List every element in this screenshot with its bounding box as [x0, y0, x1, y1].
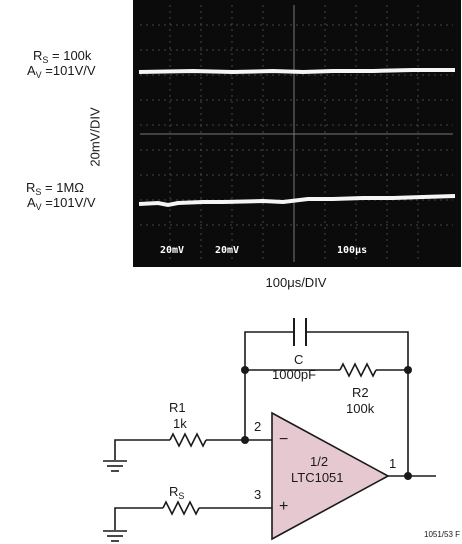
- rs-name: RS: [169, 484, 185, 501]
- ground-symbol-2: [103, 530, 127, 542]
- trace2-av-label: AV =101V/V: [27, 195, 96, 212]
- figure-id: 1051/53 F: [424, 530, 461, 539]
- junction-dot: [404, 472, 412, 480]
- opamp-part-number: LTC1051: [291, 470, 344, 485]
- y-axis-label: 20mV/DIV: [87, 107, 103, 167]
- junction-dot: [404, 366, 412, 374]
- opamp-part-fraction: 1/2: [310, 454, 329, 469]
- capacitor-wire: [244, 331, 294, 440]
- trace-1: [138, 68, 455, 75]
- capacitor-name: C: [294, 352, 304, 367]
- rs-ground-wire: [114, 507, 163, 530]
- trace-2: [138, 194, 456, 208]
- scope-graticule: [138, 5, 456, 262]
- ground-symbol-1: [103, 460, 127, 472]
- scope-readout-ch1: 20mV: [160, 245, 185, 256]
- trace1-av-label: AV =101V/V: [27, 63, 96, 80]
- r1-name: R1: [169, 400, 186, 415]
- r1-ground-wire: [114, 439, 170, 460]
- r1-resistor: [169, 432, 207, 448]
- x-axis-label: 100μs/DIV: [265, 275, 327, 290]
- trace2-rs-label: RS = 1MΩ: [26, 180, 84, 197]
- capacitor-wire-right: [306, 331, 409, 476]
- scope-readout-ch2: 20mV: [215, 245, 240, 256]
- rs-resistor: [162, 500, 200, 516]
- capacitor-value: 1000pF: [272, 367, 317, 382]
- opamp-plus-sign: +: [279, 498, 289, 515]
- schematic-diagram: [103, 318, 436, 542]
- junction-dot: [241, 366, 249, 374]
- pin-1-label: 1: [389, 456, 397, 471]
- trace1-rs-label: RS = 100k: [33, 48, 92, 65]
- r2-name: R2: [352, 385, 369, 400]
- r2-value: 100k: [346, 401, 375, 416]
- pin-2-label: 2: [254, 419, 262, 434]
- oscilloscope-screen: 20mV 20mV 100μs: [133, 0, 461, 267]
- scope-readout-time: 100μs: [337, 245, 368, 256]
- opamp-minus-sign: −: [279, 431, 289, 448]
- junction-dot: [241, 436, 249, 444]
- opamp-triangle: [271, 411, 390, 541]
- r2-resistor: [339, 362, 377, 378]
- r1-value: 1k: [173, 416, 187, 431]
- pin-3-label: 3: [254, 487, 262, 502]
